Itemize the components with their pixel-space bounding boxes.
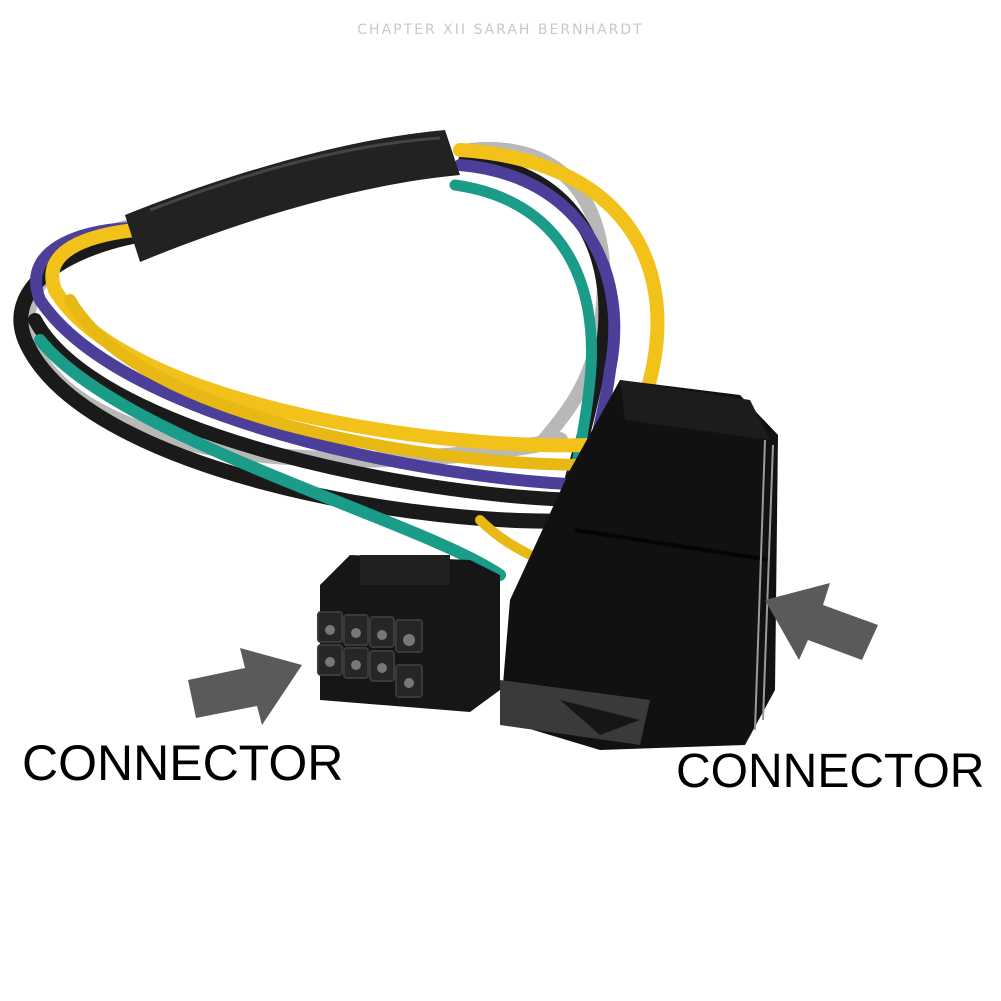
connector-label-left: CONNECTOR (22, 735, 344, 791)
arrow-right-up-icon (188, 648, 302, 725)
connector-label-right: CONNECTOR (676, 745, 985, 798)
header-watermark: CHAPTER XII SARAH BERNHARDT (357, 22, 644, 38)
arrow-left-up-icon (765, 583, 878, 660)
eight-pin-connector (317, 555, 500, 712)
twenty-four-pin-connector (500, 380, 778, 750)
heat-shrink-sleeve (125, 130, 460, 262)
